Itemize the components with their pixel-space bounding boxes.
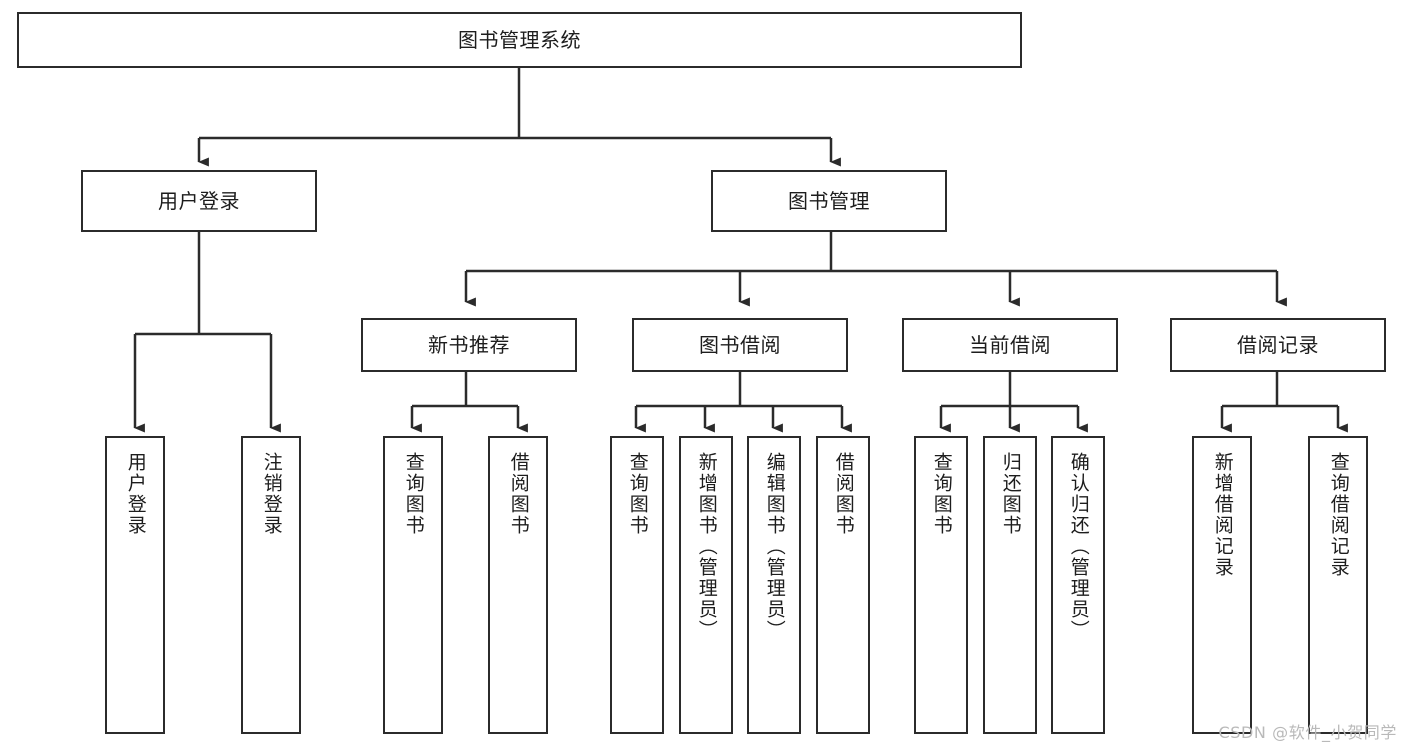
node-label: 新增图书（管理员） xyxy=(695,452,718,641)
node-label: 查询图书 xyxy=(402,452,425,536)
node-label: 新书推荐 xyxy=(428,332,510,357)
node-label: 图书借阅 xyxy=(699,332,781,357)
node-leaf-logout-login[interactable]: 注销登录 xyxy=(241,436,301,734)
node-leaf-query-book-1[interactable]: 查询图书 xyxy=(383,436,443,734)
node-new-book-recommend[interactable]: 新书推荐 xyxy=(361,318,577,372)
node-root-system[interactable]: 图书管理系统 xyxy=(17,12,1022,68)
node-label: 借阅记录 xyxy=(1237,332,1319,357)
node-user-login[interactable]: 用户登录 xyxy=(81,170,317,232)
node-leaf-user-login[interactable]: 用户登录 xyxy=(105,436,165,734)
node-label: 用户登录 xyxy=(158,188,240,213)
node-label: 编辑图书（管理员） xyxy=(763,452,786,641)
node-label: 归还图书 xyxy=(999,452,1022,536)
node-label: 用户登录 xyxy=(124,452,147,536)
node-borrow-record[interactable]: 借阅记录 xyxy=(1170,318,1386,372)
node-leaf-borrow-book-1[interactable]: 借阅图书 xyxy=(488,436,548,734)
node-label: 查询图书 xyxy=(930,452,953,536)
node-leaf-query-record[interactable]: 查询借阅记录 xyxy=(1308,436,1368,734)
node-label: 借阅图书 xyxy=(832,452,855,536)
node-leaf-query-book-3[interactable]: 查询图书 xyxy=(914,436,968,734)
node-current-borrow[interactable]: 当前借阅 xyxy=(902,318,1118,372)
node-label: 查询借阅记录 xyxy=(1327,452,1350,578)
node-label: 确认归还（管理员） xyxy=(1067,452,1090,641)
node-leaf-query-book-2[interactable]: 查询图书 xyxy=(610,436,664,734)
node-leaf-return-book[interactable]: 归还图书 xyxy=(983,436,1037,734)
node-leaf-borrow-book-2[interactable]: 借阅图书 xyxy=(816,436,870,734)
node-leaf-add-book[interactable]: 新增图书（管理员） xyxy=(679,436,733,734)
node-book-borrow[interactable]: 图书借阅 xyxy=(632,318,848,372)
node-leaf-edit-book[interactable]: 编辑图书（管理员） xyxy=(747,436,801,734)
csdn-watermark: CSDN @软件_小贺同学 xyxy=(1218,723,1397,742)
node-label: 借阅图书 xyxy=(507,452,530,536)
node-label: 注销登录 xyxy=(260,452,283,536)
node-leaf-confirm-return[interactable]: 确认归还（管理员） xyxy=(1051,436,1105,734)
node-label: 当前借阅 xyxy=(969,332,1051,357)
node-label: 图书管理 xyxy=(788,188,870,213)
node-leaf-add-record[interactable]: 新增借阅记录 xyxy=(1192,436,1252,734)
node-label: 新增借阅记录 xyxy=(1211,452,1234,578)
node-label: 查询图书 xyxy=(626,452,649,536)
node-label: 图书管理系统 xyxy=(458,27,581,52)
node-book-manage[interactable]: 图书管理 xyxy=(711,170,947,232)
